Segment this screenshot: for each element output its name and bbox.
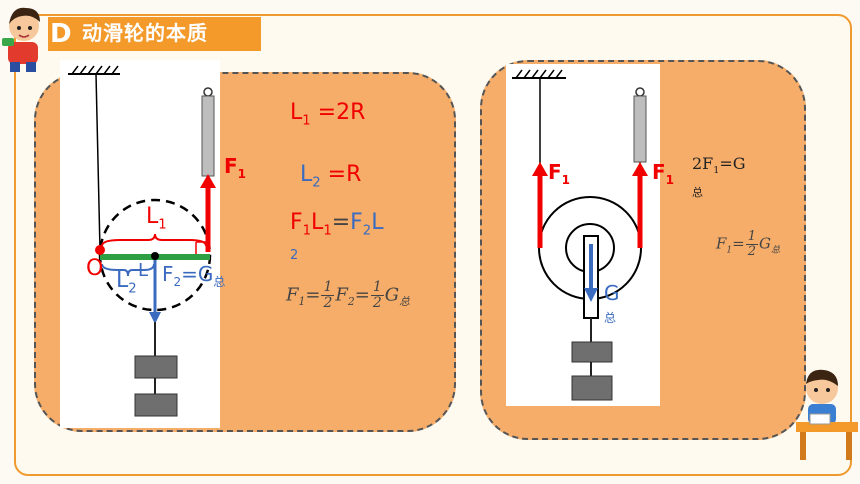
left-eq1: L1 =2R (290, 100, 366, 129)
section-number: D (50, 19, 72, 49)
left-force-label: F1 (224, 154, 247, 181)
left-pulley-diagram (60, 60, 220, 428)
right-force-right-label: F1 (652, 160, 675, 187)
left-L2-label: L2 (116, 268, 137, 297)
left-load-label: F2=G总 (162, 262, 226, 289)
left-L1-label: L1 (146, 204, 167, 233)
section-title: 动滑轮的本质 (82, 21, 208, 45)
left-eq2: L2 =R (300, 162, 362, 191)
right-pulley-diagram (506, 64, 660, 406)
section-title-bar (48, 17, 261, 51)
student-desk-icon (796, 369, 858, 460)
left-small-L-label: L (138, 260, 149, 281)
left-pivot-label: O (86, 256, 104, 281)
boy-mascot-icon (2, 7, 40, 72)
right-force-left-label: F1 (548, 160, 571, 187)
